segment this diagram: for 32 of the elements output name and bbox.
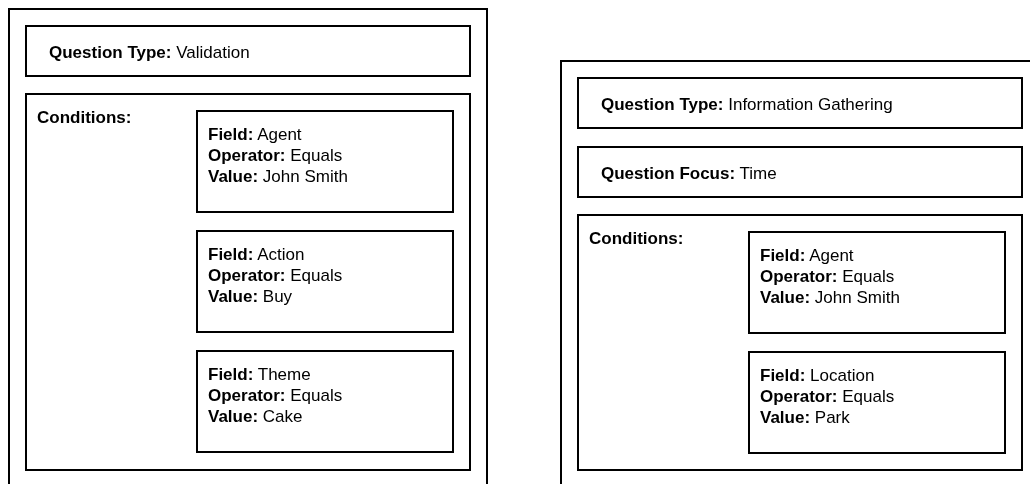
condition-line: Operator: Equals — [208, 385, 343, 406]
condition-line: Value: Park — [760, 407, 851, 428]
conditions-box — [25, 93, 471, 471]
conditions-heading: Conditions: — [589, 228, 684, 250]
conditions-heading: Conditions: — [37, 107, 132, 129]
condition-box — [196, 230, 454, 333]
condition-box — [196, 350, 454, 453]
condition-line: Field: Agent — [208, 124, 303, 145]
condition-line: Field: Action — [208, 244, 306, 265]
question-panel — [8, 8, 488, 484]
property-text: Question Type: Information Gathering — [601, 94, 893, 116]
condition-line: Value: Buy — [208, 286, 294, 307]
property-text: Question Focus: Time — [601, 163, 777, 185]
property-box — [577, 146, 1023, 198]
condition-line: Operator: Equals — [760, 386, 895, 407]
condition-line: Value: Cake — [208, 406, 304, 427]
property-box — [577, 77, 1023, 129]
property-box — [25, 25, 471, 77]
condition-line: Operator: Equals — [208, 145, 344, 166]
condition-line: Field: Location — [760, 365, 876, 386]
condition-line: Operator: Equals — [760, 266, 896, 287]
condition-box — [748, 351, 1006, 454]
conditions-box — [577, 214, 1023, 471]
condition-box — [748, 231, 1006, 334]
question-panel — [560, 60, 1030, 484]
property-text: Question Type: Validation — [49, 42, 250, 64]
condition-line: Value: John Smith — [760, 287, 900, 308]
condition-box — [196, 110, 454, 213]
condition-line: Operator: Equals — [208, 265, 343, 286]
condition-line: Field: Theme — [208, 364, 312, 385]
condition-line: Value: John Smith — [208, 166, 348, 187]
condition-line: Field: Agent — [760, 245, 855, 266]
